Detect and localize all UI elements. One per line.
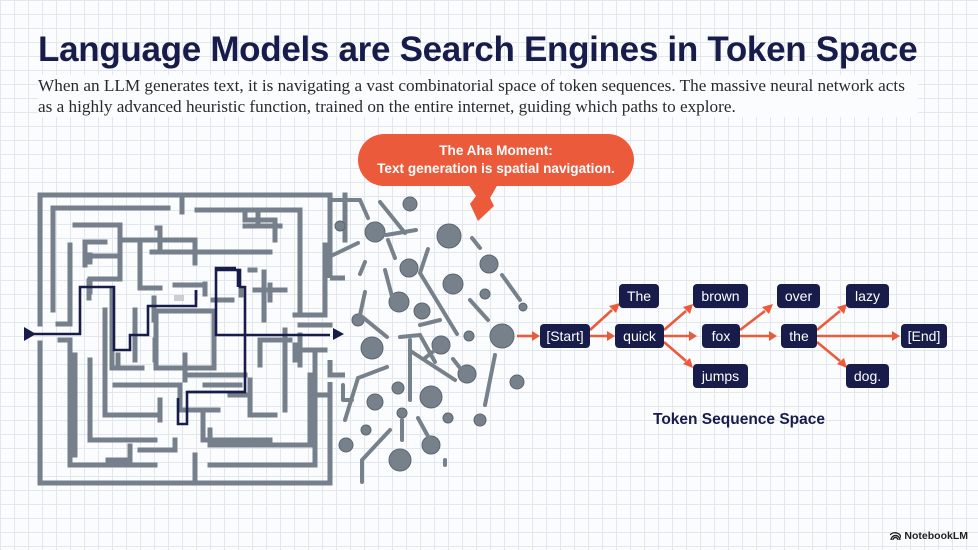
page-title: Language Models are Search Engines in To…: [38, 30, 918, 69]
callout-text: Text generation is spatial navigation.: [377, 161, 615, 176]
aha-moment-callout: The Aha Moment: Text generation is spati…: [358, 134, 634, 186]
particle-fragments: [328, 198, 522, 484]
token-sequence-caption: Token Sequence Space: [653, 411, 825, 428]
token-the-capital: The: [619, 284, 659, 308]
page-subtitle: When an LLM generates text, it is naviga…: [38, 75, 918, 117]
brand-label: NotebookLM: [904, 530, 968, 542]
notebooklm-brand: NotebookLM: [890, 530, 968, 542]
particle-field: [334, 196, 528, 472]
maze-center-box: [153, 308, 217, 371]
token-end: [End]: [901, 324, 947, 348]
maze-entry-arrow-icon: [24, 327, 36, 341]
callout-tail: [468, 184, 498, 221]
token-quick: quick: [615, 324, 664, 348]
token-lazy: lazy: [846, 284, 889, 308]
token-arrows: [517, 303, 900, 368]
token-start: [Start]: [540, 324, 590, 348]
maze: [37, 192, 348, 486]
notebooklm-logo-icon: [890, 532, 902, 540]
maze-exit-arrow-icon: [333, 328, 344, 340]
token-brown: brown: [693, 284, 748, 308]
token-fox: fox: [702, 324, 740, 348]
token-the: the: [781, 324, 817, 348]
callout-heading: The Aha Moment:: [439, 143, 553, 158]
token-jumps: jumps: [693, 364, 748, 388]
token-over: over: [777, 284, 820, 308]
token-dog: dog.: [846, 364, 889, 388]
maze-marker: [174, 295, 184, 301]
